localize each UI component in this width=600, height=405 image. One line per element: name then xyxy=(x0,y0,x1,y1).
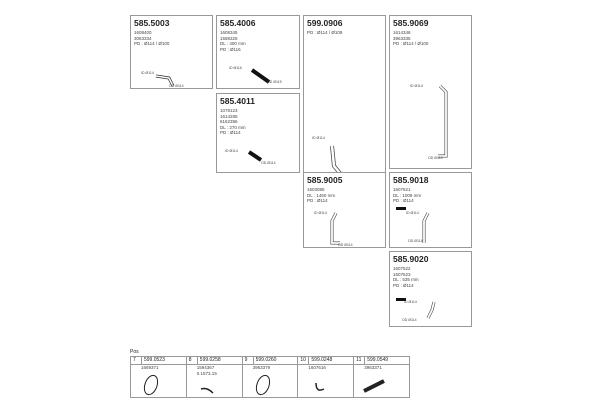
dimension-label: ID Ø116 xyxy=(229,66,242,70)
part-detail: 1588325 xyxy=(220,35,238,41)
part-number: 585.5003 xyxy=(134,18,170,28)
accessory-detail: 3963379 xyxy=(252,365,271,370)
part-detail: 1607523 xyxy=(393,271,411,277)
dimension-label: ID Ø114 xyxy=(406,211,419,215)
part-drawing xyxy=(330,212,340,245)
part-detail: DL : 1460 mm xyxy=(307,192,336,198)
dimension-label: ID Ø114 xyxy=(404,300,417,304)
part-drawing xyxy=(247,150,263,162)
part-detail: 3063334 xyxy=(134,35,152,41)
dimension-label: OD Ø115 xyxy=(267,80,282,84)
part-detail: 1608400 xyxy=(134,30,152,35)
part-detail: PD : Ø114 xyxy=(393,198,414,203)
part-detail: DL : 1008 mm xyxy=(393,192,422,198)
part-detail: 1607522 xyxy=(393,266,411,271)
dimension-label: OD Ø114 xyxy=(338,243,353,247)
pos-number: 8 xyxy=(185,356,198,365)
pos-title: Pos xyxy=(130,349,139,355)
part-detail: 1607521 xyxy=(393,187,411,192)
accessory-detail: 1669371 xyxy=(141,365,159,370)
accessory-detail: 0.1573.15 xyxy=(196,370,217,376)
accessory-detail: 3963371 xyxy=(364,365,382,370)
part-drawing xyxy=(396,207,430,243)
dimension-label: ID Ø114 xyxy=(410,84,423,88)
accessory-detail: 1594367 xyxy=(196,365,215,370)
accessory-drawing xyxy=(143,374,159,396)
dimension-label: ID Ø114 xyxy=(225,149,238,153)
part-number: 585.9005 xyxy=(307,175,343,185)
part-detail: DL : 535 mm xyxy=(393,277,419,282)
part-number: 585.9069 xyxy=(393,18,429,28)
part-detail: PD : Ø114 / Ø100 xyxy=(393,41,429,46)
accessory-drawing xyxy=(363,379,386,393)
part-number: 599.0906 xyxy=(307,18,343,28)
dimension-label: OD Ø114 xyxy=(428,156,443,160)
dimension-label: ID Ø114 xyxy=(141,71,154,75)
accessory-cell[interactable]: 1607616 xyxy=(297,364,355,398)
part-detail: PD : Ø114 xyxy=(393,282,414,288)
pos-number: 7 xyxy=(130,356,142,365)
part-number: 585.9018 xyxy=(393,175,429,185)
pos-number: 9 xyxy=(241,356,254,365)
pos-number: 10 xyxy=(297,356,310,365)
part-detail: PD : Ø114 xyxy=(220,130,241,135)
accessory-number: 599.0248 xyxy=(308,356,355,365)
accessory-drawing xyxy=(255,374,270,396)
accessory-detail: 1607616 xyxy=(308,365,326,370)
part-detail: PD : Ø116 xyxy=(220,46,241,52)
part-number: 585.9020 xyxy=(393,254,429,264)
part-number: 585.4011 xyxy=(220,96,255,106)
part-detail: 3963335 xyxy=(393,35,411,41)
part-detail: DL : 400 mm xyxy=(220,41,246,46)
part-drawing xyxy=(250,68,271,84)
part-detail: PD : Ø114 / Ø100 xyxy=(134,41,170,46)
accessory-number: 599.0523 xyxy=(141,356,187,365)
accessory-drawing xyxy=(200,387,214,394)
part-detail: 1614346 xyxy=(393,30,411,35)
accessory-number: 599.0258 xyxy=(196,356,243,365)
part-detail: 1603085 xyxy=(307,187,325,192)
dimension-label: ID Ø114 xyxy=(314,211,327,215)
part-drawing xyxy=(155,74,175,87)
dimension-label: OD Ø114 xyxy=(408,239,423,243)
part-detail: 6162396 xyxy=(220,119,238,124)
accessory-cell[interactable]: 1669371 xyxy=(130,364,187,398)
accessory-cell[interactable]: 3963379 xyxy=(241,364,299,398)
accessory-drawing xyxy=(315,382,325,391)
part-detail: DL : 270 mm xyxy=(220,124,246,130)
part-detail: PD : Ø114 / Ø108 xyxy=(307,30,343,35)
dimension-label: ID Ø114 xyxy=(312,136,325,140)
part-detail: PD : Ø114 xyxy=(307,198,328,203)
part-detail: 1608345 xyxy=(220,30,238,35)
accessory-number: 599.0549 xyxy=(364,356,410,365)
accessory-number: 599.0260 xyxy=(252,356,299,365)
part-detail: 1078123 xyxy=(220,108,238,113)
pos-number: 11 xyxy=(353,356,366,365)
accessory-cell[interactable]: 3963371 xyxy=(353,364,410,398)
part-drawing xyxy=(396,298,436,319)
part-detail: 1614285 xyxy=(220,113,238,119)
dimension-label: OD Ø114 xyxy=(402,318,417,322)
dimension-label: OD Ø114 xyxy=(169,84,184,88)
part-drawing xyxy=(438,84,448,158)
part-number: 585.4006 xyxy=(220,18,256,28)
dimension-label: OD Ø114 xyxy=(261,161,276,165)
